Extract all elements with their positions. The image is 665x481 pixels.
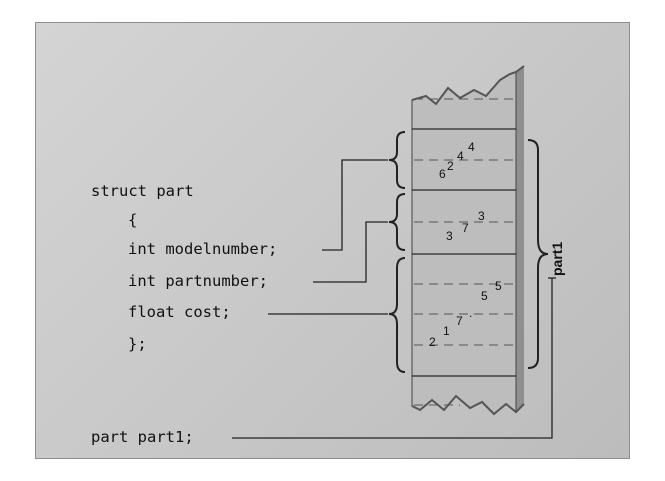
diagram-panel xyxy=(35,22,630,459)
memory-top-edge xyxy=(411,65,525,106)
part1-leader xyxy=(232,278,553,439)
memory-bottom-edge xyxy=(411,394,525,416)
modelnumber-leader xyxy=(322,159,388,251)
cost-digit: 5 xyxy=(495,279,502,293)
modelnumber-digit: 6 xyxy=(439,167,446,181)
part1-label: part1 xyxy=(549,242,565,276)
code-close-brace: }; xyxy=(128,335,147,353)
cost-value: 2 1 7 . 5 5 xyxy=(429,279,502,349)
cost-digit: 5 xyxy=(481,289,488,303)
member-braces xyxy=(388,131,406,373)
partnumber-digit: 3 xyxy=(446,229,453,243)
modelnumber-digit: 4 xyxy=(457,149,464,163)
code-struct-header: struct part xyxy=(91,182,194,200)
partnumber-leader xyxy=(313,221,388,283)
memory-column xyxy=(411,71,517,415)
part1-brace xyxy=(527,139,549,369)
code-cost-line: float cost; xyxy=(128,303,231,321)
memory-cell-borders xyxy=(412,128,516,377)
leader-lines xyxy=(232,159,556,439)
partnumber-digit: 7 xyxy=(462,221,469,235)
partnumber-brace xyxy=(388,193,406,251)
modelnumber-digit: 4 xyxy=(468,140,475,154)
cost-digit: 2 xyxy=(429,335,436,349)
modelnumber-brace xyxy=(388,131,406,189)
code-modelnumber-line: int modelnumber; xyxy=(128,240,278,258)
cost-digit: 1 xyxy=(443,324,450,338)
code-partnumber-line: int partnumber; xyxy=(128,272,268,290)
cost-digit: . xyxy=(469,306,472,320)
partnumber-digit: 3 xyxy=(478,209,485,223)
modelnumber-value: 6 2 4 4 xyxy=(439,140,475,181)
code-open-brace: { xyxy=(128,211,138,229)
modelnumber-digit: 2 xyxy=(447,159,454,173)
memory-column-side xyxy=(516,66,524,410)
partnumber-value: 3 7 3 xyxy=(446,209,485,243)
code-variable-declaration: part part1; xyxy=(91,428,194,446)
cost-digit: 7 xyxy=(456,314,463,328)
memory-byte-lines xyxy=(414,98,514,406)
cost-brace xyxy=(388,257,406,373)
